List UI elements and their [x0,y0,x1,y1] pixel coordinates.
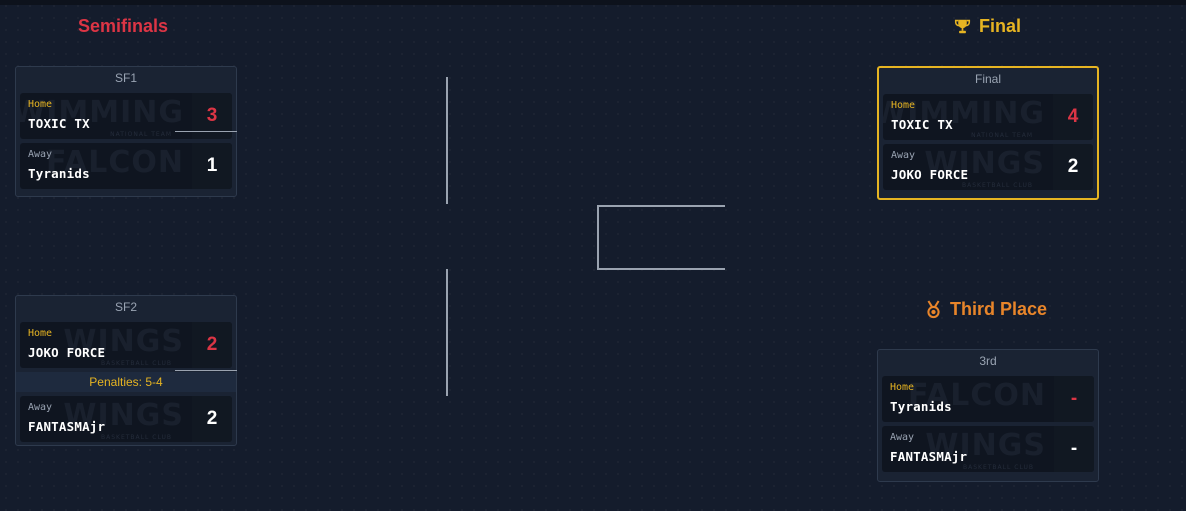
team-role: Home [891,100,916,111]
connector-final-top [597,205,725,207]
team-logo-watermark: WINGS [63,324,184,359]
team-score: - [1054,376,1094,422]
team-score: 2 [192,396,232,442]
team-row-home[interactable]: SWIMMING NATIONAL TEAM Home TOXIC TX 4 [883,94,1093,140]
match-final[interactable]: Final SWIMMING NATIONAL TEAM Home TOXIC … [877,66,1099,200]
team-row-home[interactable]: SWIMMING NATIONAL TEAM Home TOXIC TX 3 [20,93,232,139]
medal-icon [925,300,942,319]
match-third-place[interactable]: 3rd FALCON Home Tyranids - WINGS BASKETB… [877,349,1099,482]
team-logo-subtext: NATIONAL TEAM [971,132,1033,139]
final-title-label: Final [979,16,1022,36]
semifinals-title: Semifinals [78,16,168,37]
team-score: 4 [1053,94,1093,140]
team-logo-subtext: BASKETBALL CLUB [101,360,172,367]
team-logo-watermark: FALCON [907,378,1046,413]
team-role: Away [28,402,53,413]
match-label: Final [974,72,1001,86]
team-name: Tyranids [890,399,952,414]
team-name: JOKO FORCE [28,345,106,360]
match-sf2[interactable]: SF2 WINGS BASKETBALL CLUB Home JOKO FORC… [15,295,237,446]
team-name: TOXIC TX [891,117,953,132]
team-row-away[interactable]: FALCON Away Tyranids 1 [20,143,232,189]
team-logo-watermark: SWIMMING [20,95,184,130]
match-label: SF2 [114,300,137,314]
team-name: FANTASMAjr [890,449,968,464]
top-bar [0,0,1186,5]
connector-final-vertical [597,205,599,270]
team-row-home[interactable]: WINGS BASKETBALL CLUB Home JOKO FORCE 2 [20,322,232,368]
team-row-away[interactable]: WINGS BASKETBALL CLUB Away FANTASMAjr - [882,426,1094,472]
team-name: FANTASMAjr [28,419,106,434]
team-logo-subtext: BASKETBALL CLUB [962,182,1033,189]
team-logo-watermark: FALCON [45,145,184,180]
team-logo-watermark: WINGS [925,428,1046,463]
team-name: Tyranids [28,166,90,181]
team-role: Home [890,382,915,393]
team-row-away[interactable]: WINGS BASKETBALL CLUB Away FANTASMAjr 2 [20,396,232,442]
team-name: TOXIC TX [28,116,90,131]
team-role: Away [891,150,916,161]
connector-sf2-stub [175,370,237,371]
team-role: Home [28,99,53,110]
team-logo-watermark: SWIMMING [883,96,1045,131]
penalties-note: Penalties: 5-4 [16,372,236,392]
team-role: Away [28,149,53,160]
third-place-title-label: Third Place [950,299,1048,319]
team-row-away[interactable]: WINGS BASKETBALL CLUB Away JOKO FORCE 2 [883,144,1093,190]
team-score: 1 [192,143,232,189]
semifinals-title-label: Semifinals [78,16,169,36]
third-place-title: Third Place [925,299,1047,320]
connector-sf1-stub [175,131,237,132]
connector-final-bottom [597,268,725,270]
trophy-icon [954,18,971,35]
team-score: 2 [1053,144,1093,190]
team-logo-subtext: BASKETBALL CLUB [963,464,1034,471]
team-role: Home [28,328,53,339]
team-score: 3 [192,93,232,139]
connector-lower-vertical [446,269,448,396]
team-score: 2 [192,322,232,368]
connector-upper-vertical [446,77,448,204]
team-logo-watermark: WINGS [63,398,184,433]
team-name: JOKO FORCE [891,167,969,182]
team-role: Away [890,432,915,443]
match-label: SF1 [114,71,137,85]
team-logo-watermark: WINGS [924,146,1045,181]
final-title: Final [954,16,1021,37]
team-logo-subtext: NATIONAL TEAM [110,131,172,138]
team-score: - [1054,426,1094,472]
team-row-home[interactable]: FALCON Home Tyranids - [882,376,1094,422]
team-logo-subtext: BASKETBALL CLUB [101,434,172,441]
match-label: 3rd [979,354,997,368]
